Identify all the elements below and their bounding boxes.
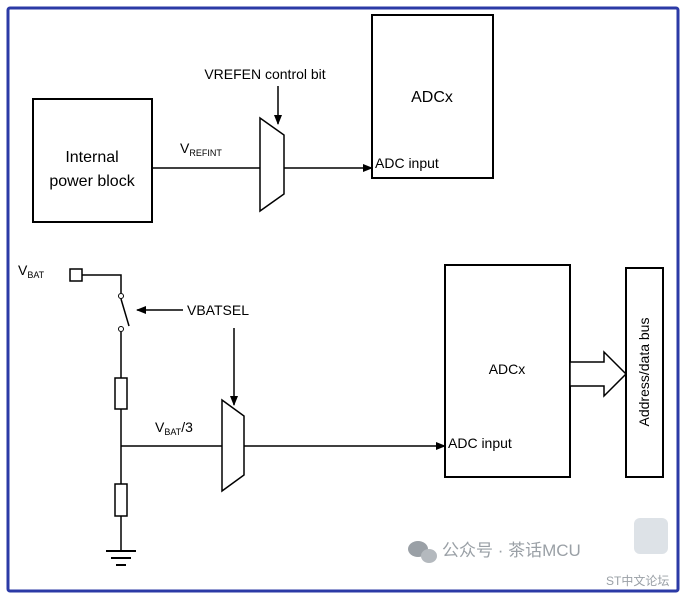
vbat-pin-label: VBAT [18, 262, 45, 280]
internal-power-block [32, 98, 153, 223]
resistor-top [114, 377, 128, 410]
ground-symbol [106, 550, 136, 566]
bus-arrow [569, 350, 628, 398]
internal-block-line2: power block [49, 173, 135, 190]
watermark-secondary: ST中文论坛 [606, 573, 669, 588]
top-adc-title: ADCx [411, 89, 453, 106]
vrefen-label: VREFEN control bit [204, 66, 325, 82]
switch-contact-bottom [118, 326, 124, 332]
bottom-adc-block [444, 264, 571, 478]
vbat-pin [69, 268, 83, 282]
vbatsel-label: VBATSEL [187, 302, 249, 318]
top-adc-input-label: ADC input [375, 155, 439, 171]
watermark-primary: 公众号 · 茶话MCU [442, 541, 581, 560]
bottom-adc-title: ADCx [489, 361, 526, 377]
wechat-icon [408, 541, 437, 563]
vbat-switch [120, 298, 130, 327]
bottom-adc-input-label: ADC input [448, 435, 512, 451]
bus-label: Address/data bus [636, 318, 652, 427]
switch-contact-top [118, 293, 124, 299]
bottom-mux [221, 398, 245, 493]
vbat-wire [82, 274, 122, 293]
top-adc-block [371, 14, 494, 179]
resistor-bottom [114, 483, 128, 517]
outer-frame [6, 6, 680, 593]
internal-block-line1: Internal [65, 149, 118, 166]
watermark-mark [634, 518, 668, 554]
top-mux [259, 116, 285, 213]
vbat3-label: VBAT/3 [155, 419, 193, 437]
vrefint-label: VREFINT [180, 140, 222, 158]
address-data-bus [625, 267, 664, 478]
